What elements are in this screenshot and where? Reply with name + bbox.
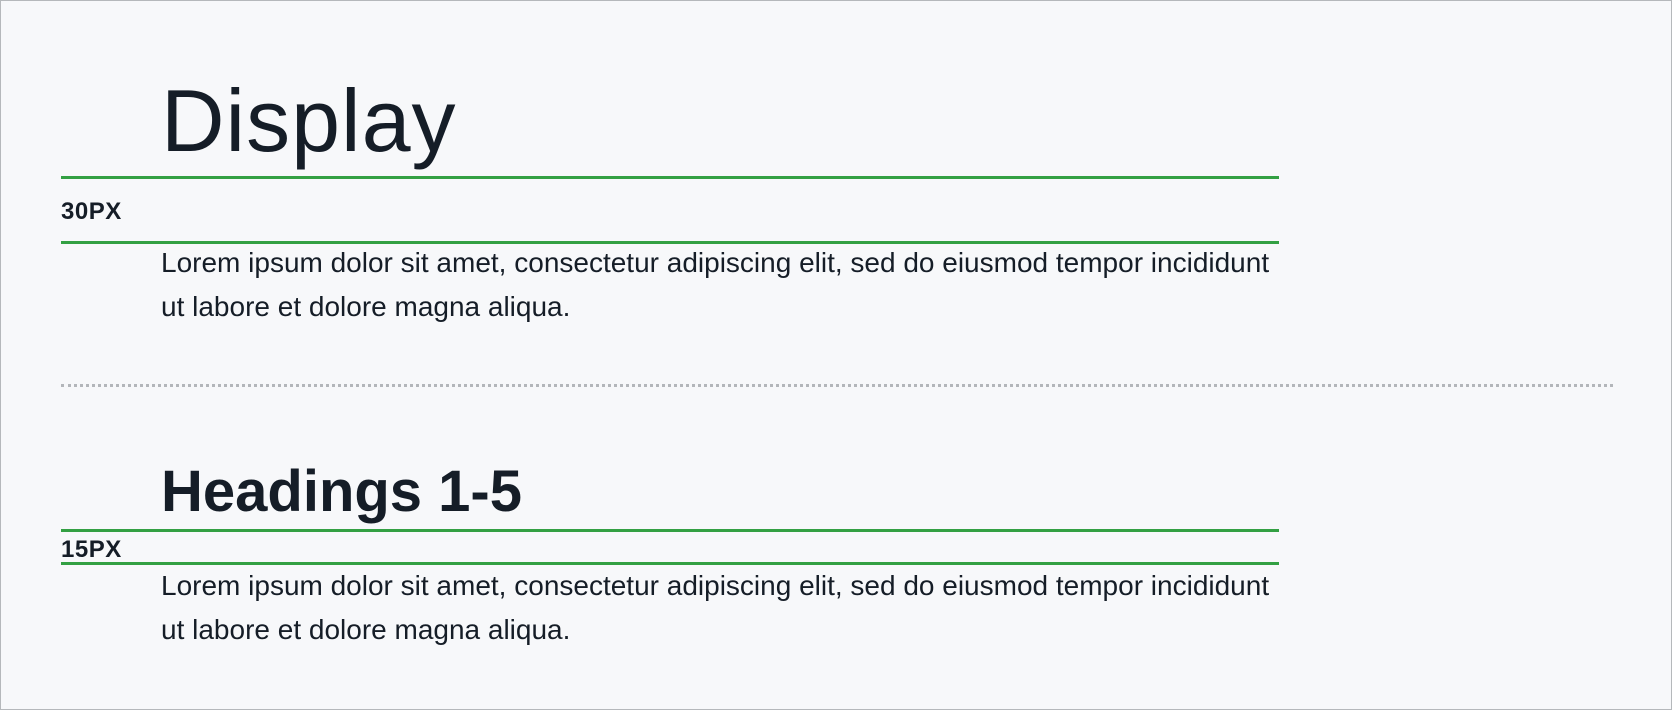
display-title: Display — [161, 71, 457, 170]
headings-guide-line-top — [61, 529, 1279, 532]
headings-title: Headings 1-5 — [161, 459, 522, 524]
headings-guide-line-bottom — [61, 562, 1279, 565]
headings-body-text: Lorem ipsum dolor sit amet, consectetur … — [161, 570, 1270, 645]
section-divider — [61, 384, 1613, 387]
display-guide-line-bottom — [61, 241, 1279, 244]
headings-spacing-label: 15PX — [61, 536, 122, 563]
display-guide-line-top — [61, 176, 1279, 179]
display-spacing-label: 30PX — [61, 198, 122, 225]
display-body-text: Lorem ipsum dolor sit amet, consectetur … — [161, 247, 1270, 322]
